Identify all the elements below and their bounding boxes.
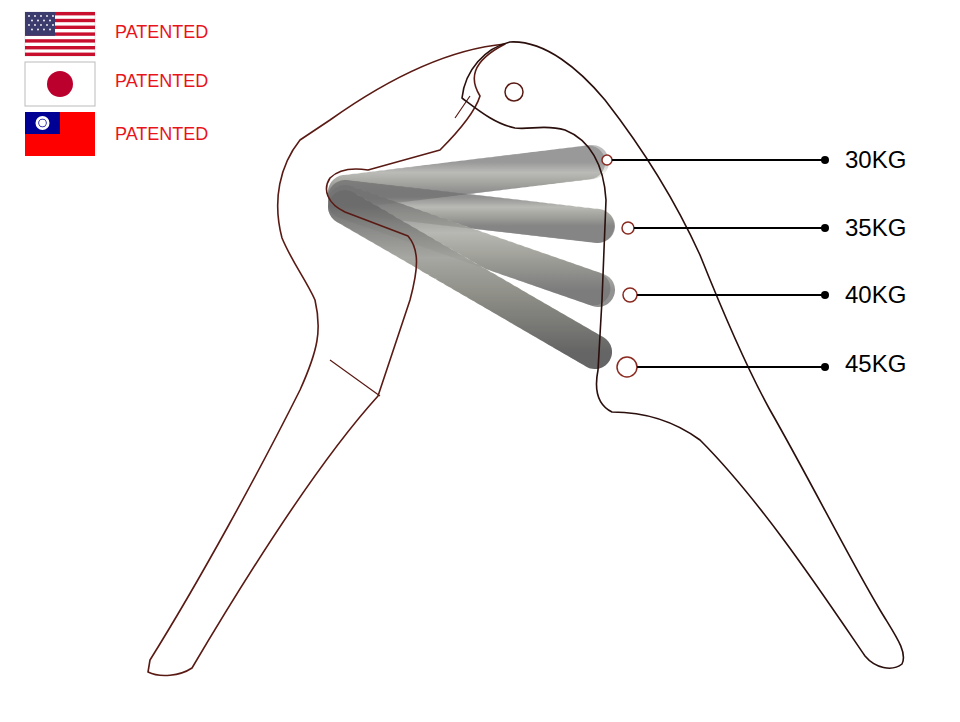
japan-flag xyxy=(25,62,95,106)
left-handle-inner xyxy=(330,96,470,396)
pivot-hole xyxy=(505,83,523,101)
leader-lines xyxy=(612,156,829,371)
patent-note: PATENTED xyxy=(115,23,208,43)
right-handle xyxy=(462,42,903,668)
us-flag xyxy=(25,12,95,56)
resistance-label: 40KG xyxy=(845,282,906,308)
resistance-label: 35KG xyxy=(845,215,906,241)
adjustment-holes xyxy=(602,155,637,377)
resistance-label: 45KG xyxy=(845,351,906,377)
springs xyxy=(345,162,598,352)
patent-note: PATENTED xyxy=(115,125,208,145)
resistance-label: 30KG xyxy=(845,147,906,173)
patent-note: PATENTED xyxy=(115,72,208,92)
taiwan-flag xyxy=(25,112,95,156)
